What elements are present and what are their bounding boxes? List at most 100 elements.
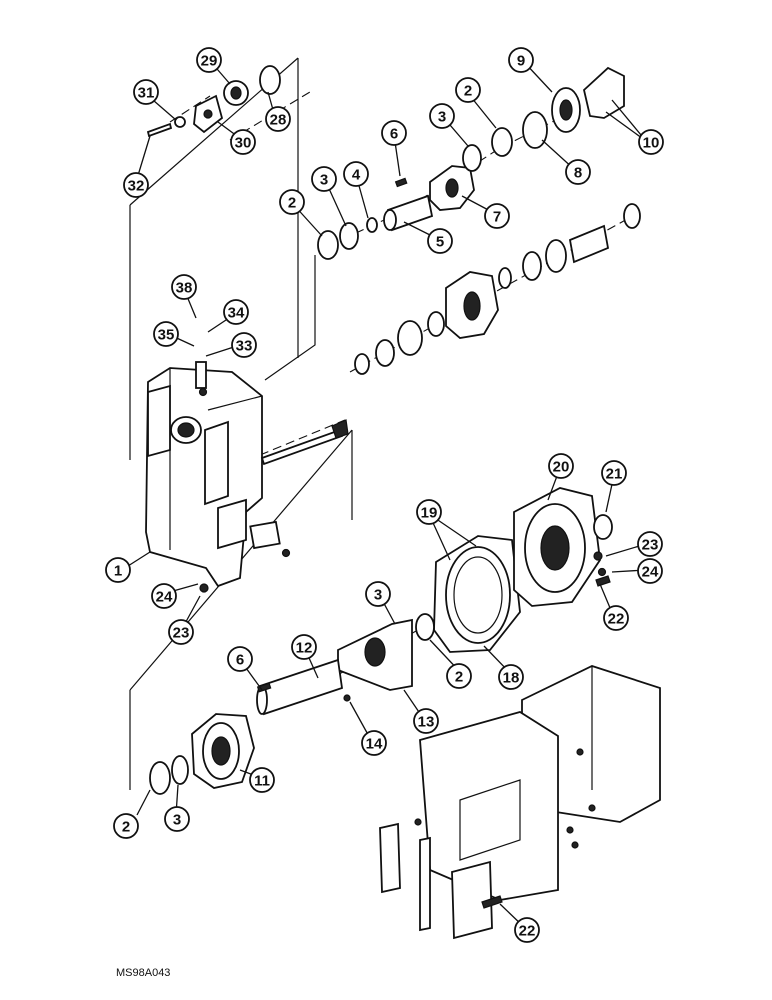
callout-ring: [105, 557, 131, 583]
lower-shaft-assembly: [149, 618, 413, 795]
callout-c3a: 3: [164, 806, 190, 832]
callout-ring: [548, 453, 574, 479]
callout-number: 3: [320, 172, 328, 189]
callout-number: 3: [374, 587, 382, 604]
callout-number: 1: [114, 563, 122, 580]
callout-ring: [227, 646, 253, 672]
callout-ring: [265, 106, 291, 132]
callout-c2a: 2: [113, 813, 139, 839]
callout-ring: [311, 166, 337, 192]
callout-number: 31: [138, 85, 155, 102]
callout-c8: 8: [565, 159, 591, 185]
callout-c2d: 2: [446, 663, 472, 689]
callout-c12: 12: [291, 634, 317, 660]
callout-ring: [291, 634, 317, 660]
callout-ring: [484, 203, 510, 229]
callout-c5: 5: [427, 228, 453, 254]
callout-c4: 4: [343, 161, 369, 187]
gear-guard: [379, 665, 661, 940]
callout-ring: [565, 159, 591, 185]
callout-c7: 7: [484, 203, 510, 229]
callout-number: 34: [228, 305, 245, 322]
callout-c2b: 2: [279, 189, 305, 215]
callout-c30: 30: [230, 129, 256, 155]
callout-c31: 31: [133, 79, 159, 105]
callout-ring: [455, 77, 481, 103]
callout-number: 5: [436, 234, 444, 251]
callout-number: 12: [296, 640, 313, 657]
callout-ring: [113, 813, 139, 839]
callout-c10: 10: [638, 129, 664, 155]
callout-number: 35: [158, 327, 175, 344]
gearbox-housing: [145, 361, 291, 593]
callout-ring: [164, 806, 190, 832]
callout-number: 33: [236, 338, 253, 355]
callout-c19: 19: [416, 499, 442, 525]
through-bolt: [260, 419, 349, 466]
callout-c18: 18: [498, 664, 524, 690]
callout-c3d: 3: [365, 581, 391, 607]
callout-c3c: 3: [429, 103, 455, 129]
callout-ring: [637, 531, 663, 557]
callout-ring: [638, 129, 664, 155]
callout-c22a: 22: [603, 605, 629, 631]
callout-ring: [231, 332, 257, 358]
callout-c35: 35: [153, 321, 179, 347]
callout-number: 14: [366, 736, 383, 753]
callout-number: 3: [438, 109, 446, 126]
middle-shaft-assembly: [354, 203, 641, 375]
callout-c1: 1: [105, 557, 131, 583]
callout-number: 6: [236, 652, 244, 669]
callout-ring: [249, 767, 275, 793]
callout-c24a: 24: [151, 583, 177, 609]
callout-number: 13: [418, 714, 435, 731]
callout-c3b: 3: [311, 166, 337, 192]
callout-ring: [365, 581, 391, 607]
final-drive-housing: [386, 487, 613, 656]
callout-number: 22: [608, 611, 625, 628]
callout-c21: 21: [601, 460, 627, 486]
callout-number: 21: [606, 466, 623, 483]
callout-c24b: 24: [637, 558, 663, 584]
callout-c11: 11: [249, 767, 275, 793]
callout-number: 24: [642, 564, 659, 581]
callout-c14: 14: [361, 730, 387, 756]
callout-ring: [508, 47, 534, 73]
callout-number: 30: [235, 135, 252, 152]
callout-ring: [601, 460, 627, 486]
callout-ring: [498, 664, 524, 690]
callout-number: 28: [270, 112, 287, 129]
callout-number: 11: [254, 773, 270, 790]
callout-ring: [427, 228, 453, 254]
callout-c23a: 23: [637, 531, 663, 557]
callout-number: 3: [173, 812, 181, 829]
callout-c23b: 23: [168, 619, 194, 645]
callout-number: 23: [642, 537, 659, 554]
callout-number: 6: [390, 126, 398, 143]
callout-number: 20: [553, 459, 570, 476]
callout-ring: [429, 103, 455, 129]
callout-ring: [223, 299, 249, 325]
callout-number: 2: [122, 819, 130, 836]
callout-ring: [171, 274, 197, 300]
callout-ring: [123, 172, 149, 198]
callout-number: 9: [517, 53, 525, 70]
callout-ring: [446, 663, 472, 689]
callout-number: 4: [352, 167, 361, 184]
callout-ring: [637, 558, 663, 584]
callout-number: 2: [455, 669, 463, 686]
callout-ring: [603, 605, 629, 631]
callout-c13: 13: [413, 708, 439, 734]
callout-c29: 29: [196, 47, 222, 73]
callout-number: 18: [503, 670, 520, 687]
callout-c32: 32: [123, 172, 149, 198]
callout-number: 32: [128, 178, 145, 195]
callout-c9: 9: [508, 47, 534, 73]
callout-number: 7: [493, 209, 501, 226]
callout-ring: [514, 917, 540, 943]
callout-c33: 33: [231, 332, 257, 358]
callout-number: 19: [421, 505, 438, 522]
drawing-code: MS98A043: [116, 967, 170, 979]
